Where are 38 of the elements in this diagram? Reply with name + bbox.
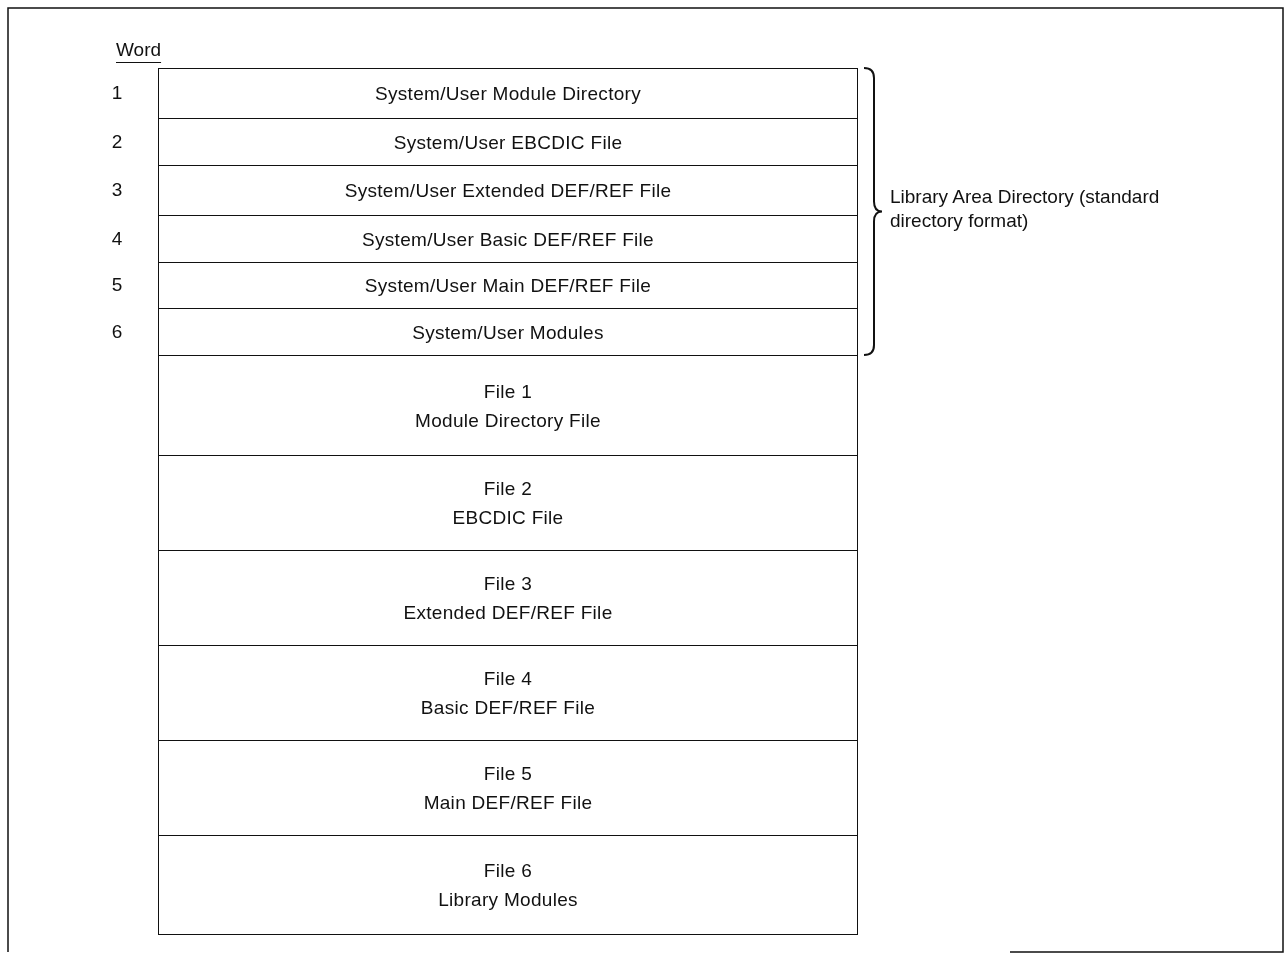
table-row bbox=[158, 550, 858, 647]
word-number: 2 bbox=[110, 129, 124, 154]
file-heading: File 1 bbox=[483, 379, 533, 404]
row-text: Module Directory File bbox=[415, 408, 601, 433]
row-text: Library Modules bbox=[438, 887, 578, 912]
row-text: EBCDIC File bbox=[452, 506, 564, 531]
table-row bbox=[158, 740, 858, 837]
table-row bbox=[158, 262, 858, 310]
table-row bbox=[158, 68, 858, 120]
brace-label: Library Area Directory (standard directory format) bbox=[890, 185, 1161, 233]
row-text: System/User Basic DEF/REF File bbox=[362, 227, 654, 252]
file-heading: File 4 bbox=[483, 667, 533, 692]
table-row bbox=[158, 215, 858, 264]
row-text: Extended DEF/REF File bbox=[403, 601, 613, 626]
row-text: System/User Modules bbox=[412, 320, 604, 345]
word-number: 1 bbox=[110, 81, 124, 105]
table-row bbox=[158, 308, 858, 357]
column-header: Word bbox=[116, 38, 162, 62]
row-text: Basic DEF/REF File bbox=[420, 696, 596, 721]
table-row bbox=[158, 165, 858, 217]
table-row bbox=[158, 835, 858, 935]
row-text: System/User EBCDIC File bbox=[393, 130, 623, 155]
word-number: 6 bbox=[110, 319, 124, 344]
row-text: Main DEF/REF File bbox=[423, 791, 593, 816]
file-heading: File 5 bbox=[483, 762, 533, 787]
table-row bbox=[158, 355, 858, 457]
file-heading: File 3 bbox=[483, 572, 533, 597]
row-text: System/User Main DEF/REF File bbox=[364, 274, 652, 299]
file-heading: File 2 bbox=[483, 477, 533, 502]
word-number: 3 bbox=[110, 178, 124, 202]
table-row bbox=[158, 455, 858, 552]
word-number: 4 bbox=[110, 226, 124, 251]
word-number: 5 bbox=[110, 273, 124, 297]
row-text: System/User Extended DEF/REF File bbox=[344, 179, 672, 204]
file-heading: File 6 bbox=[483, 858, 533, 883]
table-row bbox=[158, 118, 858, 167]
row-text: System/User Module Directory bbox=[375, 82, 641, 107]
table-row bbox=[158, 645, 858, 742]
